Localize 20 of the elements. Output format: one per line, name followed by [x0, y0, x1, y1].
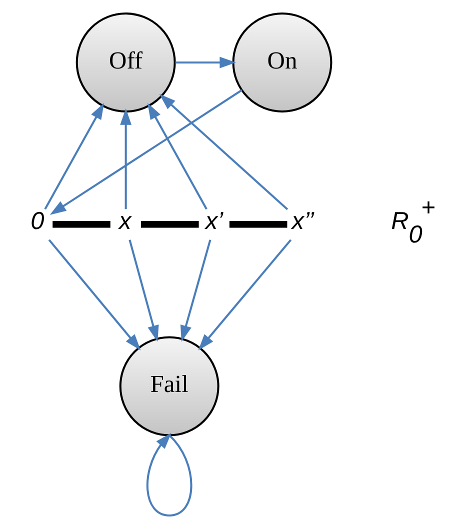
node-circle: Fail: [118, 336, 219, 436]
arrow: [120, 108, 132, 210]
arrow: [158, 94, 288, 210]
arrow: [146, 432, 192, 516]
arrow: [147, 102, 207, 210]
arrow: [174, 56, 236, 68]
arrow: [198, 239, 292, 350]
node-text: x’: [204, 208, 223, 235]
node-text: 0: [30, 208, 44, 235]
node-circle: On: [232, 12, 332, 112]
node-text: x’’: [291, 208, 314, 235]
connector: [140, 220, 198, 228]
arrow: [49, 89, 242, 215]
connector: [52, 220, 110, 228]
arrow: [48, 239, 140, 350]
connector: [228, 220, 287, 228]
arrow: [44, 102, 104, 210]
arrow: [128, 240, 158, 342]
node-text: x: [118, 208, 131, 235]
arrow: [180, 240, 211, 342]
